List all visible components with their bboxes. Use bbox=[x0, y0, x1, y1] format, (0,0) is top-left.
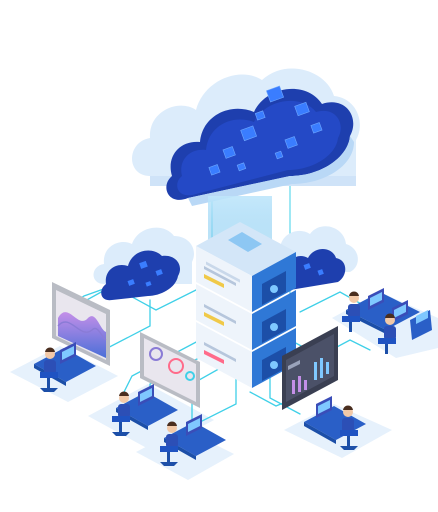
server-unit-1 bbox=[196, 246, 296, 312]
workstation-bottom-center bbox=[160, 414, 226, 466]
bar-chart-panel bbox=[282, 326, 338, 410]
workstation-bottom-right bbox=[304, 396, 366, 450]
dashboard-panel bbox=[140, 332, 200, 408]
main-cloud bbox=[132, 68, 360, 206]
workstation-right bbox=[342, 288, 432, 354]
server-unit-3 bbox=[196, 322, 296, 388]
workstation-bottom-left bbox=[112, 384, 178, 436]
server-unit-2 bbox=[196, 284, 296, 350]
left-cloud bbox=[93, 227, 194, 301]
data-cubes bbox=[208, 85, 323, 176]
server-rack-icon bbox=[196, 222, 296, 388]
chart-panel-icon bbox=[52, 282, 110, 366]
workstation-left bbox=[34, 342, 96, 392]
